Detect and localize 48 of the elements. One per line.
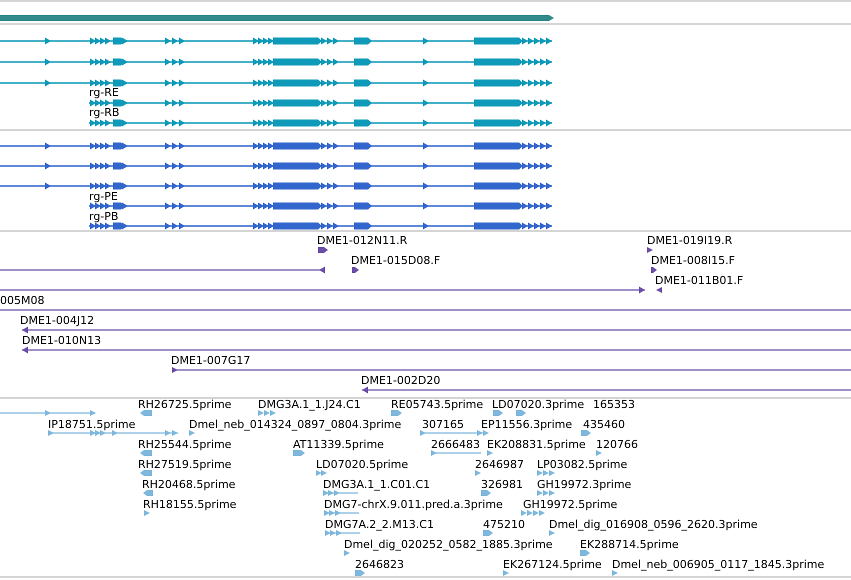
est-label: GH19972.5prime — [523, 498, 618, 511]
est-label: 2646987 — [475, 458, 524, 471]
est-label: Dmel_neb_006905_0117_1845.3prime — [612, 558, 824, 571]
est-label: RH20468.5prime — [142, 478, 236, 491]
est-label: RH27519.5prime — [138, 458, 232, 471]
clone-label: DME1-011B01.F — [655, 274, 744, 287]
clone-label: DME1-019I19.R — [647, 234, 732, 247]
est-label: LD07020.3prime — [492, 398, 584, 411]
est-label: Dmel_dig_016908_0596_2620.3prime — [549, 518, 758, 531]
est-label: AT11339.5prime — [293, 438, 384, 451]
protein-label: rg-PB — [89, 210, 118, 223]
est-label: EK208831.5prime — [487, 438, 586, 451]
est-label: 2646823 — [355, 558, 404, 571]
est-label: 475210 — [483, 518, 525, 531]
est-label: EK288714.5prime — [580, 538, 679, 551]
est-label: Dmel_neb_014324_0897_0804.3prime — [189, 418, 402, 431]
est-label: DMG3A.1_1.J24.C1 — [258, 398, 361, 411]
est-label: DMG7-chrX.9.011.pred.a.3prime — [324, 498, 503, 511]
est-label: Dmel_dig_020252_0582_1885.3prime — [344, 538, 553, 551]
est-label: 326981 — [481, 478, 523, 491]
clone-label: DME1-004J12 — [20, 314, 94, 327]
est-label: EP11556.3prime — [481, 418, 572, 431]
est-label: 307165 — [422, 418, 464, 431]
clone-label: DME1-012N11.R — [317, 234, 408, 247]
est-label: RH25544.5prime — [138, 438, 232, 451]
est-label: RE05743.5prime — [391, 398, 484, 411]
est-label: GH19972.3prime — [537, 478, 632, 491]
est-label: LP03082.5prime — [537, 458, 628, 471]
est-label: DMG7A.2_2.M13.C1 — [325, 518, 434, 531]
clone-label: DME1-015D08.F — [351, 254, 440, 267]
transcript-label: rg-RB — [89, 106, 120, 119]
clone-label: DME1-007G17 — [171, 354, 250, 367]
est-label: IP18751.5prime — [48, 418, 136, 431]
clone-label: DME1-002D20 — [361, 374, 440, 387]
est-label: DMG3A.1_1.C01.C1 — [323, 478, 430, 491]
transcript-label: rg-RE — [89, 86, 119, 99]
protein-label: rg-PE — [89, 190, 118, 203]
est-label: RH18155.5prime — [143, 498, 236, 511]
clone-label: DME1-010N13 — [22, 334, 102, 347]
est-label: 2666483 — [431, 438, 480, 451]
est-label: LD07020.5prime — [316, 458, 408, 471]
est-label: 120766 — [596, 438, 638, 451]
est-label: EK267124.5prime — [503, 558, 602, 571]
clone-label: 005M08 — [0, 294, 44, 307]
est-label: 165353 — [593, 398, 635, 411]
clone-label: DME1-008I15.F — [651, 254, 735, 267]
est-label: 435460 — [583, 418, 625, 431]
est-label: RH26725.5prime — [138, 398, 232, 411]
